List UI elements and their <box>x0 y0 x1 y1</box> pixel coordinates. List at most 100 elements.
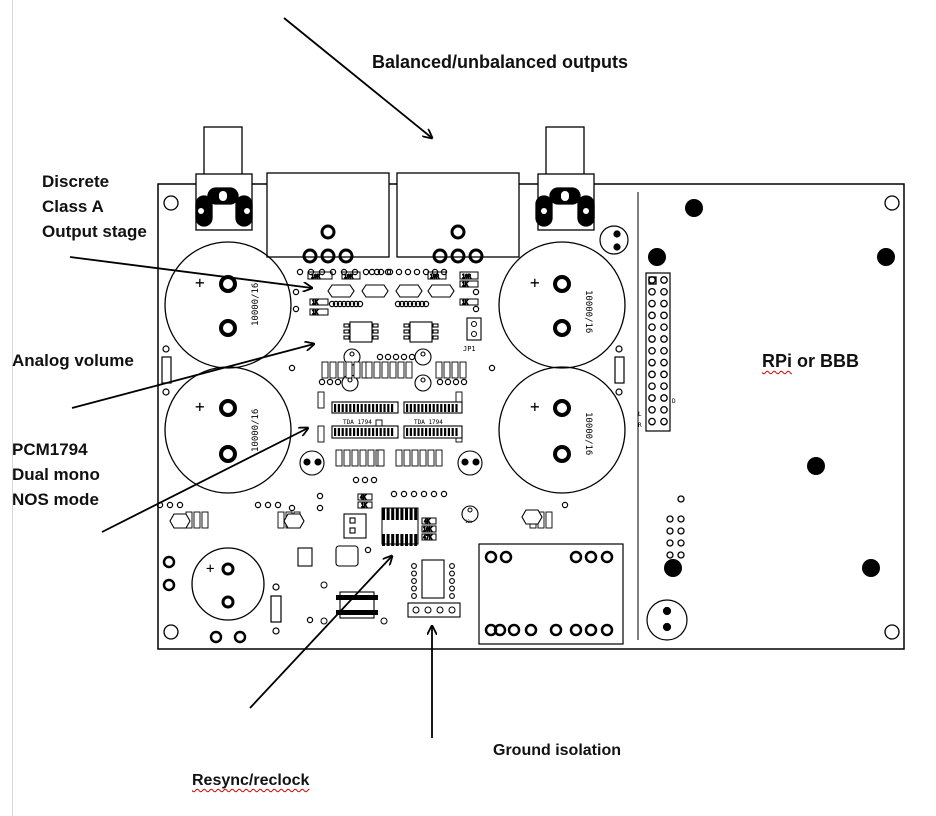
power-resistor <box>270 583 282 635</box>
chip-pin <box>406 404 409 412</box>
chip-pin <box>360 428 363 436</box>
arrow-resync-reclock <box>249 556 392 709</box>
chip-pin <box>356 428 359 436</box>
svg-text:1K: 1K <box>361 503 367 509</box>
label-pcm1794-line-1: PCM1794 <box>12 440 88 459</box>
chip-pin <box>368 428 371 436</box>
pad <box>377 268 385 276</box>
pad <box>361 476 369 484</box>
smd-resistor <box>435 449 443 467</box>
arrow-discrete-class-a <box>69 256 312 288</box>
smd-resistor <box>419 449 427 467</box>
svg-text:+: + <box>530 397 540 416</box>
chip-pin <box>413 404 416 412</box>
chip-pin <box>440 428 443 436</box>
smd-resistor <box>435 361 443 379</box>
pad <box>400 490 408 498</box>
smd-resistor <box>373 361 381 379</box>
pad <box>340 300 348 308</box>
reclock-chip <box>381 507 419 546</box>
chip-pin <box>345 404 348 412</box>
chip-pin <box>400 508 404 520</box>
chip-pin <box>417 428 420 436</box>
chip-pin <box>436 404 439 412</box>
pad <box>316 492 324 500</box>
pad <box>422 300 430 308</box>
svg-text:10R: 10R <box>430 274 440 280</box>
svg-text:+: + <box>195 273 205 292</box>
dac-chip-right: TDA 1794 <box>403 401 463 439</box>
smd-resistor <box>443 361 451 379</box>
chip-pin <box>411 578 417 584</box>
side-resistors <box>161 345 625 396</box>
pad <box>420 490 428 498</box>
chip-pin <box>411 563 417 569</box>
smd-resistor <box>459 361 467 379</box>
chip-pin <box>409 508 413 520</box>
page-edge <box>12 0 13 816</box>
smd-resistor <box>397 361 405 379</box>
pad <box>392 353 400 361</box>
smd-resistor <box>411 449 419 467</box>
pad <box>292 288 300 296</box>
small-capacitor-top-right <box>599 225 629 255</box>
chip-pin <box>414 534 418 546</box>
pad <box>274 501 282 509</box>
chip-pin <box>409 428 412 436</box>
pad <box>356 300 364 308</box>
gpio-pin <box>648 417 656 426</box>
jumper-jp1: JP1 <box>463 317 482 353</box>
pad <box>316 504 324 512</box>
pad <box>318 268 326 276</box>
pad <box>352 476 360 484</box>
chip-pin <box>360 404 363 412</box>
smd-resistor <box>329 361 337 379</box>
power-supply-pads <box>162 555 247 644</box>
pad <box>370 476 378 484</box>
chip-pin <box>379 428 382 436</box>
chip-pin <box>414 508 418 520</box>
svg-text:TDA 1794: TDA 1794 <box>343 419 372 426</box>
chip-pin <box>406 428 409 436</box>
smd-resistor <box>337 361 345 379</box>
pad <box>318 378 326 386</box>
pad <box>460 378 468 386</box>
small-cap-pad <box>420 351 426 357</box>
pad <box>394 300 402 308</box>
gpio-pin <box>648 346 656 355</box>
mounting-holes <box>163 195 900 640</box>
smd-resistor <box>193 511 201 529</box>
gpio-pin <box>648 394 656 402</box>
chip-pin <box>391 404 394 412</box>
label-discrete-line-2: Class A <box>42 197 104 216</box>
svg-text:10R: 10R <box>344 274 354 280</box>
gpio-pin <box>648 405 656 414</box>
chip-pin <box>364 428 367 436</box>
label-balanced-outputs: Balanced/unbalanced outputs <box>372 52 629 72</box>
chip-pin <box>409 404 412 412</box>
gpio-pin <box>660 287 668 296</box>
pad <box>488 364 496 372</box>
pad <box>376 353 384 361</box>
chip-pin <box>383 404 386 412</box>
chip-pin <box>372 404 375 412</box>
chip-pin <box>411 585 417 592</box>
label-rpi-or-bbb: RPi or BBB <box>762 349 859 374</box>
gpio-pin <box>660 299 668 308</box>
gpio-pin <box>660 335 668 343</box>
svg-text:+: + <box>195 397 205 416</box>
svg-text:1K: 1K <box>312 300 318 306</box>
chip-pin <box>449 593 455 599</box>
smd-resistor <box>451 361 459 379</box>
pad <box>351 268 359 276</box>
pad <box>410 300 418 308</box>
rpi-aux-header <box>666 495 685 559</box>
smd-resistor <box>359 449 367 467</box>
rca-connector-left <box>195 126 253 231</box>
pad <box>402 300 410 308</box>
svg-text:10000/16: 10000/16 <box>583 290 593 333</box>
smd-resistor <box>381 361 389 379</box>
rca-connector-right <box>535 126 595 231</box>
pad <box>398 300 406 308</box>
smd-resistor <box>277 511 285 529</box>
